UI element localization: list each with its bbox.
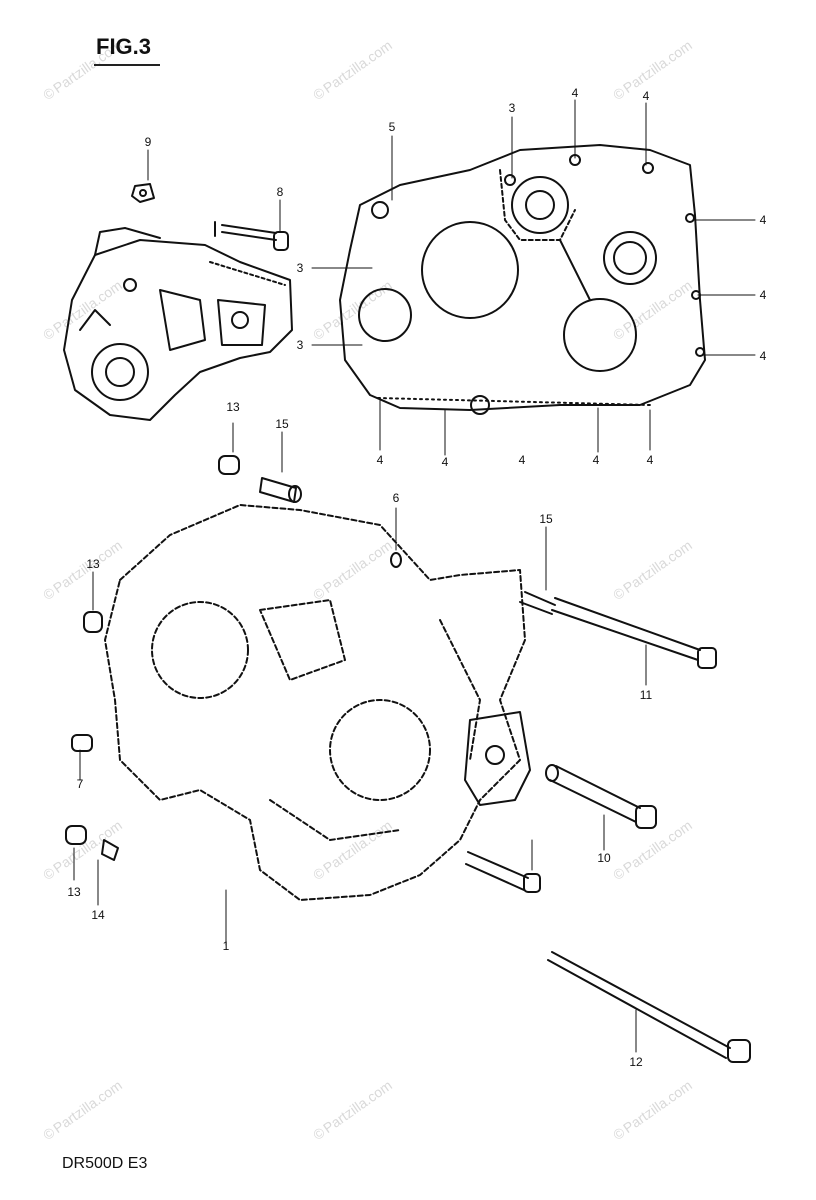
bolt-8-part — [214, 221, 289, 251]
callout-4: 4 — [593, 453, 600, 467]
callout-3: 3 — [509, 101, 516, 115]
callout-13: 13 — [67, 885, 81, 899]
callout-12: 12 — [629, 1055, 643, 1069]
callout-10: 10 — [597, 851, 611, 865]
nut-9-part — [131, 183, 155, 203]
figure-title: FIG.3 — [96, 34, 152, 59]
bolt-11-part — [519, 591, 717, 669]
title-underline — [94, 64, 160, 66]
callout-1: 1 — [223, 939, 230, 953]
dowel-13-bottom-part — [65, 825, 87, 845]
leader-lines — [73, 99, 756, 1053]
plug-7-part — [71, 734, 93, 752]
bolt-12-part — [547, 951, 751, 1063]
callout-9: 9 — [145, 135, 152, 149]
callout-3: 3 — [297, 338, 304, 352]
callout-14: 14 — [91, 908, 105, 922]
dowel-13-top-part — [218, 455, 240, 475]
callout-3: 3 — [297, 261, 304, 275]
callout-4: 4 — [760, 213, 767, 227]
callout-7: 7 — [77, 777, 84, 791]
oil-pump-part — [464, 711, 531, 806]
callout-11: 11 — [640, 688, 653, 702]
dowel-13-left-part — [83, 611, 103, 633]
callout-4: 4 — [442, 455, 449, 469]
callout-13: 13 — [86, 557, 100, 571]
callout-15: 15 — [539, 512, 553, 526]
callout-4: 4 — [760, 288, 767, 302]
callout-8: 8 — [277, 185, 284, 199]
dowel-15-top-part — [259, 477, 302, 503]
callout-4: 4 — [760, 349, 767, 363]
oring-6-part — [390, 552, 402, 568]
callout-15: 15 — [275, 417, 289, 431]
cylinder-head-part — [63, 227, 293, 421]
pin-14-part — [101, 839, 119, 861]
callout-4: 4 — [519, 453, 526, 467]
callout-5: 5 — [389, 120, 396, 134]
callout-4: 4 — [572, 86, 579, 100]
callout-4: 4 — [643, 89, 650, 103]
bolt-10-part — [545, 764, 657, 829]
model-code: DR500D E3 — [62, 1155, 148, 1172]
callout-13: 13 — [226, 400, 240, 414]
right-crankcase-part — [339, 144, 706, 415]
callout-4: 4 — [647, 453, 654, 467]
left-crankcase-part — [104, 504, 526, 901]
bolt-1-part — [465, 851, 541, 893]
callout-6: 6 — [393, 491, 400, 505]
callout-4: 4 — [377, 453, 384, 467]
